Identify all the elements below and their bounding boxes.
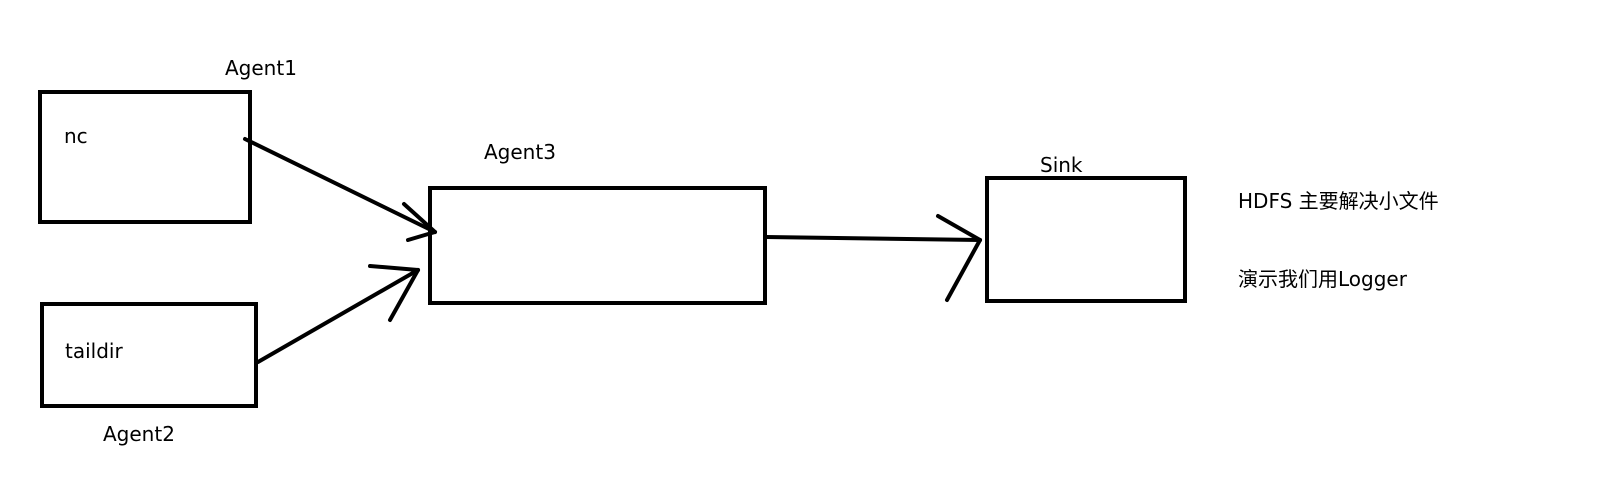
arrow-agent3-to-sink-shaft xyxy=(764,235,982,242)
agent1-source-label: nc xyxy=(64,124,88,148)
sink-title: Sink xyxy=(1040,153,1083,177)
arrow-agent3-to-sink-head-upper xyxy=(936,214,982,242)
agent2-source-label: taildir xyxy=(65,339,123,363)
arrow-agent1-to-agent3-head-lower xyxy=(406,230,437,242)
arrow-agent2-to-agent3-head-lower xyxy=(388,268,420,322)
arrow-agent3-to-sink-head-lower xyxy=(945,238,982,302)
note-hdfs: HDFS 主要解决小文件 xyxy=(1238,189,1439,213)
sink-box xyxy=(985,176,1187,303)
arrow-agent1-to-agent3-head-upper xyxy=(402,202,437,234)
arrow-agent2-to-agent3 xyxy=(256,264,420,364)
agent3-title: Agent3 xyxy=(484,140,556,164)
arrow-agent1-to-agent3-shaft xyxy=(243,137,437,234)
note-logger: 演示我们用Logger xyxy=(1238,267,1407,291)
arrow-agent3-to-sink xyxy=(764,214,982,302)
arrow-agent2-to-agent3-head-upper xyxy=(368,264,420,272)
arrow-agent2-to-agent3-shaft xyxy=(256,268,420,364)
arrow-agent1-to-agent3 xyxy=(243,137,437,242)
agent2-box xyxy=(40,302,258,408)
agent2-title: Agent2 xyxy=(103,422,175,446)
agent3-box xyxy=(428,186,767,305)
agent1-title: Agent1 xyxy=(225,56,297,80)
agent1-box xyxy=(38,90,252,224)
